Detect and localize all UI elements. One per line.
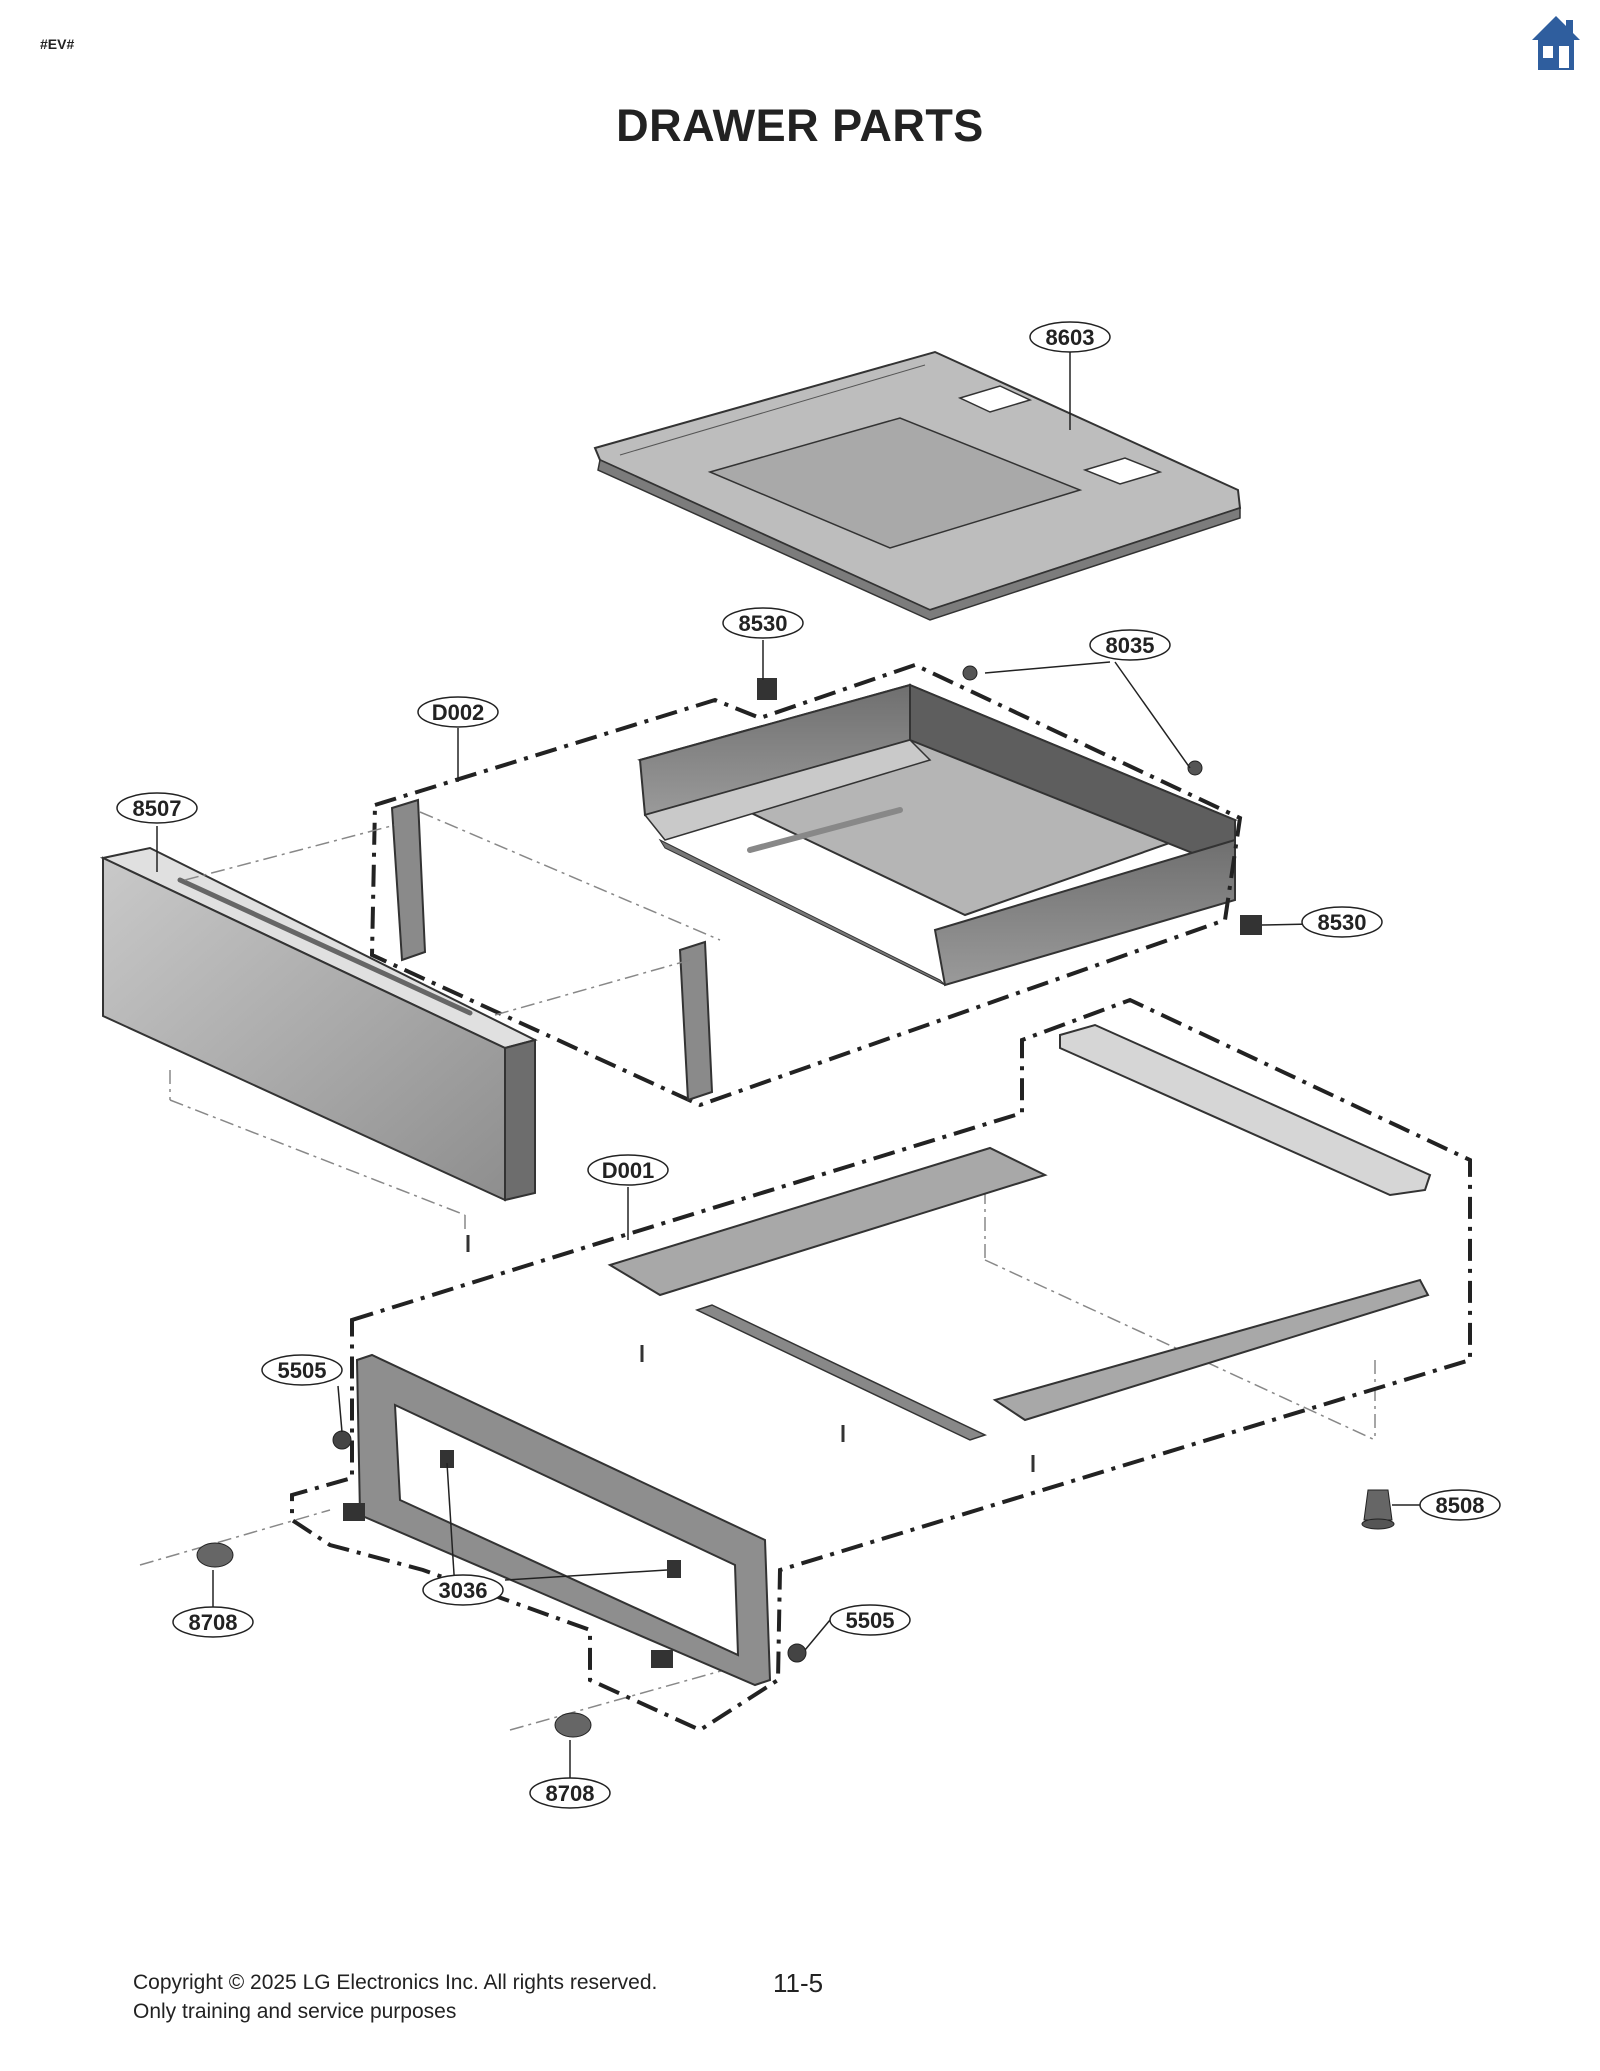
svg-text:8530: 8530	[1318, 910, 1367, 935]
construction-lines	[139, 811, 1376, 1731]
callout-5505-right: 5505	[829, 1604, 911, 1636]
svg-text:3036: 3036	[439, 1578, 488, 1603]
callout-8530-top: 8530	[722, 607, 804, 639]
part-rails	[607, 1023, 1432, 1441]
svg-text:D002: D002	[432, 700, 485, 725]
callout-8508: 8508	[1419, 1489, 1501, 1521]
callout-5505-left: 5505	[261, 1354, 343, 1386]
part-small-hardware	[196, 665, 1395, 1738]
leader-lines	[156, 352, 1420, 1778]
copyright-text: Copyright © 2025 LG Electronics Inc. All…	[133, 1971, 658, 1994]
home-icon	[1532, 16, 1580, 70]
part-top-cover	[593, 350, 1242, 621]
svg-text:8603: 8603	[1046, 325, 1095, 350]
boundary-d002	[369, 662, 1243, 1108]
part-drawer-tray	[637, 683, 1238, 987]
svg-text:8708: 8708	[546, 1781, 595, 1806]
callout-8035: 8035	[1089, 629, 1171, 661]
boundary-d001	[290, 997, 1472, 1733]
svg-text:8508: 8508	[1436, 1493, 1485, 1518]
footer: Copyright © 2025 LG Electronics Inc. All…	[133, 1968, 657, 2026]
callout-8507: 8507	[116, 792, 198, 824]
svg-text:5505: 5505	[846, 1608, 895, 1633]
purpose-text: Only training and service purposes	[133, 2000, 457, 2023]
svg-text:8530: 8530	[739, 611, 788, 636]
callout-8708-left: 8708	[172, 1606, 254, 1638]
svg-text:8708: 8708	[189, 1610, 238, 1635]
part-side-brackets	[390, 798, 714, 1102]
page-number: 11-5	[773, 1968, 824, 1998]
callout-3036: 3036	[422, 1574, 504, 1606]
part-front-panel	[99, 846, 538, 1202]
callout-d001: D001	[587, 1154, 669, 1186]
svg-text:5505: 5505	[278, 1358, 327, 1383]
callout-d002: D002	[417, 696, 499, 728]
svg-text:8507: 8507	[133, 796, 182, 821]
page-title: DRAWER PARTS	[616, 100, 984, 151]
svg-text:8035: 8035	[1106, 633, 1155, 658]
home-button[interactable]	[1528, 10, 1584, 74]
callout-8603: 8603	[1029, 321, 1111, 353]
svg-text:D001: D001	[602, 1158, 655, 1183]
part-front-frame	[355, 1353, 772, 1687]
callout-8530-right: 8530	[1301, 906, 1383, 938]
corner-tag: #EV#	[40, 36, 75, 52]
callout-8708-bottom: 8708	[529, 1777, 611, 1809]
